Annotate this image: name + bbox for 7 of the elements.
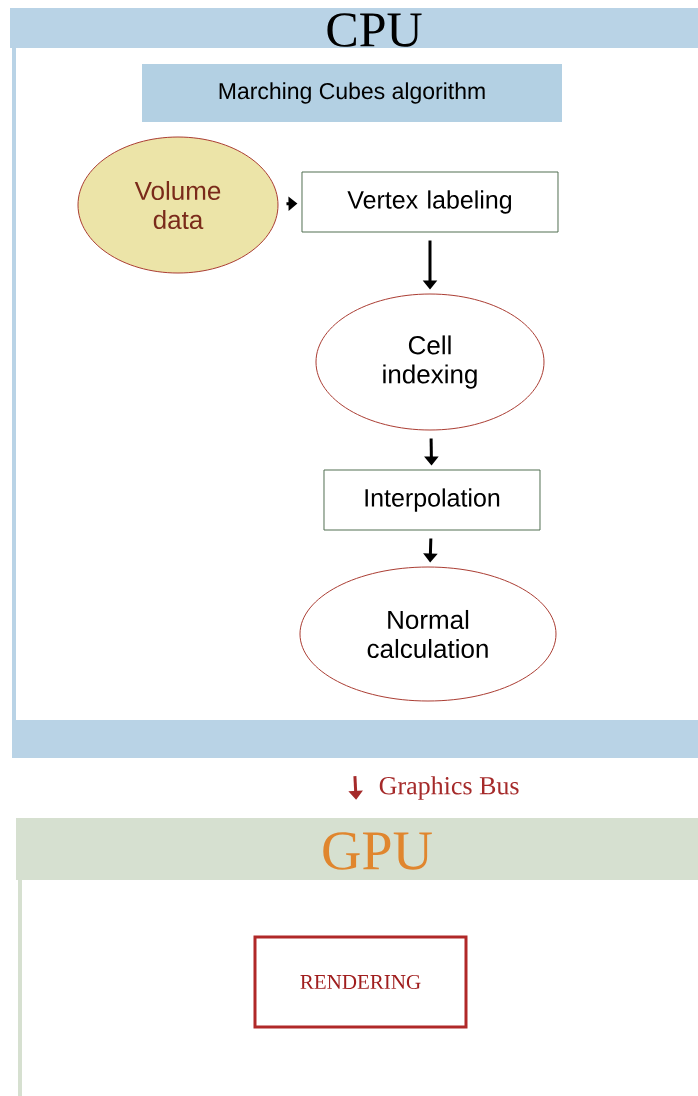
panel-title: GPU xyxy=(323,832,432,870)
process-box: RENDERING xyxy=(253,935,468,1029)
heading-band: Marching Cubes algorithm xyxy=(142,64,562,122)
process-box: Interpolation xyxy=(323,469,541,531)
panel-title: CPU xyxy=(327,13,422,47)
edge-label: Graphics Bus xyxy=(377,775,521,801)
process-box: Vertex labeling xyxy=(301,171,559,233)
